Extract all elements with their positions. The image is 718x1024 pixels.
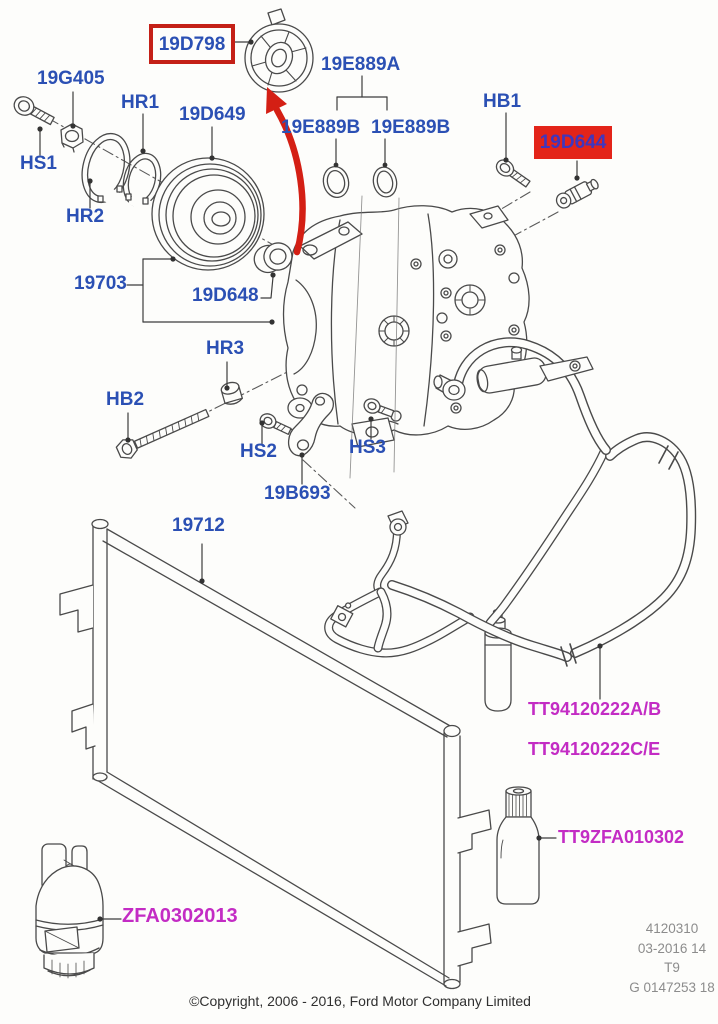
- plate-line-4: G 0147253 18: [629, 979, 715, 995]
- highlight-box-19D798: 19D798: [149, 24, 235, 64]
- plate-line-1: 4120310: [645, 921, 699, 936]
- part-label-tt9zfa010302: TT9ZFA010302: [558, 827, 685, 847]
- drawing-number-plate: 4120310 03-2016 14 T9 G 0147253 18: [611, 919, 718, 997]
- plate-line-3: T9: [664, 960, 680, 975]
- bolt-hb2-drawing: [115, 408, 210, 459]
- part-label-19D648: 19D648: [192, 285, 259, 306]
- bolt-hs3-drawing: [363, 398, 395, 418]
- copyright-notice: ©Copyright, 2006 - 2016, Ford Motor Comp…: [189, 993, 531, 1009]
- part-label-hb2: HB2: [106, 389, 145, 410]
- part-label-hr1: HR1: [121, 92, 160, 113]
- bearing-19D648-drawing: [253, 242, 293, 274]
- refrigerant-tank-drawing: [35, 843, 104, 979]
- bolt-hb1-drawing: [495, 159, 531, 188]
- part-label-19D644: 19D644: [539, 132, 607, 153]
- part-label-19E889A: 19E889A: [321, 54, 401, 75]
- hose-assembly-drawing: [324, 337, 697, 667]
- part-label-hr2: HR2: [66, 206, 105, 227]
- part-label-hs2: HS2: [240, 441, 277, 462]
- oil-bottle-drawing: [496, 786, 540, 905]
- part-label-19E889B-left: 19E889B: [281, 117, 361, 138]
- highlight-box-19D644: 19D644: [534, 126, 612, 159]
- leader-dots: [37, 39, 603, 922]
- part-label-zfa0302013: ZFA0302013: [122, 905, 238, 927]
- part-label-19712: 19712: [172, 515, 225, 536]
- condenser-drawing: [59, 518, 492, 990]
- clutch-plate-19D798-drawing: [244, 8, 314, 93]
- part-label-19B693: 19B693: [264, 483, 331, 504]
- bolt-hs1-drawing: [13, 96, 55, 126]
- compressor-drawing: [282, 205, 530, 448]
- part-label-tt94120222ce: TT94120222C/E: [528, 739, 661, 759]
- nut-19G405-drawing: [60, 123, 84, 153]
- o-ring-left-drawing: [322, 165, 350, 199]
- part-label-tt94120222ab: TT94120222A/B: [528, 699, 662, 719]
- alignment-frame-lines: [349, 195, 400, 479]
- leader-lines: [39, 41, 601, 920]
- pulley-19D649-drawing: [151, 157, 265, 271]
- bracket-19B693-drawing: [287, 392, 335, 457]
- spacer-hr3-drawing: [220, 381, 243, 405]
- plate-line-2: 03-2016 14: [637, 940, 707, 956]
- part-label-hb1: HB1: [483, 91, 522, 112]
- part-label-19E889B-right: 19E889B: [371, 117, 451, 138]
- o-ring-right-drawing: [372, 166, 398, 198]
- part-label-19D798: 19D798: [158, 33, 226, 55]
- red-arrow: [266, 87, 306, 256]
- part-label-19703: 19703: [74, 273, 127, 294]
- pressure-switch-19D644-drawing: [555, 178, 599, 209]
- part-label-hr3: HR3: [206, 338, 245, 359]
- part-label-19G405: 19G405: [37, 68, 105, 89]
- part-label-hs3: HS3: [349, 437, 386, 458]
- bolt-hs2-drawing: [259, 413, 292, 435]
- part-label-hs1: HS1: [20, 153, 57, 174]
- part-label-19D649: 19D649: [179, 104, 246, 125]
- snap-ring-hr2-drawing: [81, 132, 131, 213]
- snap-ring-hr1-drawing: [122, 152, 162, 215]
